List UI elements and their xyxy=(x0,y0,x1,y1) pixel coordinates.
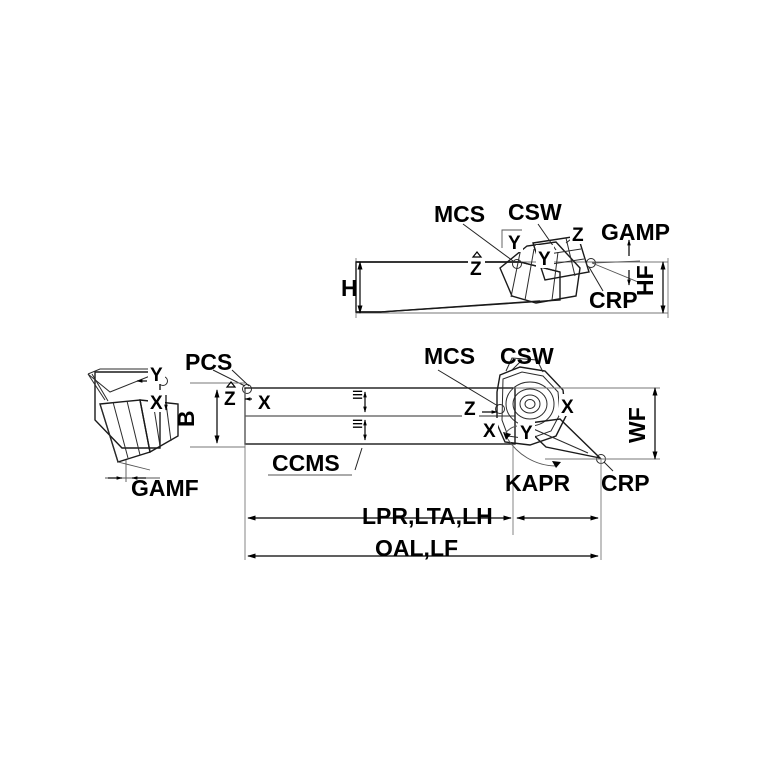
side-head-edge-c xyxy=(551,251,559,301)
side-mcs-point xyxy=(512,259,522,269)
axis-label-z2-side: Z xyxy=(572,225,584,246)
label-csw-side: CSW xyxy=(508,199,562,225)
front-insert-right xyxy=(139,399,179,454)
axis-label-y2-side: Y xyxy=(538,249,551,270)
axis-badge-z2-side: Z xyxy=(570,222,587,246)
axis-label-y1-top: Y xyxy=(520,423,533,444)
axis-label-x-front: X xyxy=(150,393,163,414)
axis-label-z2-top: Z xyxy=(464,399,476,420)
axis-badge-z2-top: Z xyxy=(462,396,498,420)
front-view-group: Y X GAMF xyxy=(87,362,199,501)
label-gamp: GAMP xyxy=(601,219,670,245)
label-wf: WF xyxy=(624,407,650,443)
axis-label-z1-side: Z xyxy=(470,259,482,280)
top-clamp-ring-mid xyxy=(512,388,548,420)
label-lpr-lta-lh: LPR,LTA,LH xyxy=(362,503,493,529)
label-gamf: GAMF xyxy=(131,475,199,501)
gamf-ref-angled xyxy=(117,461,151,471)
label-crp-side: CRP xyxy=(589,287,638,313)
label-kapr: KAPR xyxy=(505,470,571,496)
label-ccms: CCMS xyxy=(272,450,340,476)
top-clamp-screw-head xyxy=(524,399,536,409)
side-shank-bottom-edge xyxy=(356,300,541,313)
top-head-tab xyxy=(505,357,544,373)
axis-badge-x3-top: X xyxy=(559,394,576,418)
axis-label-z1-top: Z xyxy=(224,389,236,410)
axis-badge-y-front: Y xyxy=(136,362,165,386)
axis-badge-z1-top: Z xyxy=(222,381,239,410)
axis-badge-x-front: X xyxy=(148,390,168,414)
side-shank-top-edge xyxy=(356,261,561,273)
label-csw-top: CSW xyxy=(500,343,554,369)
top-view-group: ≡ ≡ xyxy=(173,343,660,561)
label-h: H xyxy=(341,275,358,301)
label-crp-top: CRP xyxy=(601,470,650,496)
front-edge-left2 xyxy=(91,373,109,402)
pcs-leader-dot xyxy=(231,369,250,387)
label-oal-lf: OAL,LF xyxy=(375,535,458,561)
label-mcs-top: MCS xyxy=(424,343,475,369)
kapr-arrow-b xyxy=(552,461,561,468)
side-head-edge-b xyxy=(524,248,535,301)
ccms-tick-upper: ≡ xyxy=(352,385,363,406)
ccms-dimension-group: ≡ ≡ xyxy=(352,385,367,441)
label-pcs: PCS xyxy=(185,349,232,375)
axis-badge-z1-side: Z xyxy=(468,251,485,280)
front-insert-line-a xyxy=(112,401,129,459)
gamp-ref-line-b xyxy=(591,262,639,283)
top-crp-leader xyxy=(603,461,614,472)
gamp-ref-line-a xyxy=(591,260,641,264)
label-hf: HF xyxy=(632,265,658,296)
top-insert-line-a xyxy=(528,426,589,454)
front-insert-line-c xyxy=(99,403,119,463)
axis-badge-x2-top: X xyxy=(481,418,498,442)
label-mcs-side: MCS xyxy=(434,201,485,227)
axis-label-x2-top: X xyxy=(483,421,496,442)
top-clamp-ring-inner xyxy=(519,394,541,414)
ccms-leader xyxy=(354,447,363,471)
axis-badge-x1-top: X xyxy=(244,390,273,414)
front-edge-left xyxy=(87,373,106,401)
top-mcs-leader xyxy=(437,369,499,407)
top-insert xyxy=(520,418,603,460)
top-head-inner-outline xyxy=(501,371,561,440)
side-view-group: MCS CSW GAMP CRP H HF Z Y Y Z xyxy=(341,199,670,318)
axis-label-x3-top: X xyxy=(561,397,574,418)
axis-label-x1-top: X xyxy=(258,393,271,414)
axis-badge-y1-side: Y xyxy=(501,229,523,254)
axis-badge-y2-side: Y xyxy=(536,245,554,270)
label-b: B xyxy=(173,410,199,427)
axis-label-y1-side: Y xyxy=(508,233,521,254)
top-csw-leader xyxy=(511,359,523,371)
side-head-edge-a xyxy=(510,247,522,298)
front-insert-line-b xyxy=(126,400,141,456)
side-mcs-leader xyxy=(462,223,514,262)
kapr-arc xyxy=(505,435,557,467)
axis-label-y-front: Y xyxy=(150,365,163,386)
side-crp-leader xyxy=(588,266,604,292)
ccms-tick-lower: ≡ xyxy=(352,414,363,435)
side-head-block xyxy=(499,241,581,304)
side-insert-line-c xyxy=(565,237,576,277)
top-mcs-point xyxy=(495,404,505,414)
axis-badge-y1-top: Y xyxy=(504,420,535,444)
